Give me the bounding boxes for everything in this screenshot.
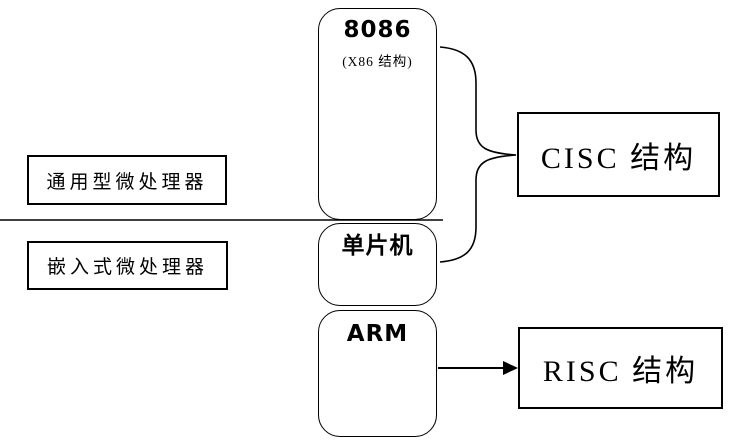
cisc-brace-connector (439, 46, 517, 263)
node-arm: ARM (318, 310, 437, 437)
embedded-label: 嵌入式微处理器 (46, 257, 208, 278)
general-purpose-label-box: 通用型微处理器 (27, 155, 227, 205)
node-8086-subtitle: (X86 结构) (342, 54, 413, 70)
risc-arrow-head (503, 361, 518, 375)
cisc-architecture-label: CISC 结构 (540, 141, 697, 175)
node-8086-title: 8086 (343, 17, 412, 43)
risc-architecture-box: RISC 结构 (518, 327, 723, 409)
embedded-label-box: 嵌入式微处理器 (27, 241, 228, 290)
general-purpose-label: 通用型微处理器 (46, 171, 208, 193)
risc-architecture-label: RISC 结构 (542, 355, 699, 388)
node-mcu: 单片机 (318, 223, 437, 306)
node-8086: 8086 (X86 结构) (318, 8, 437, 220)
node-mcu-title: 单片机 (341, 233, 414, 259)
cisc-architecture-box: CISC 结构 (517, 112, 720, 197)
node-arm-title: ARM (346, 321, 409, 347)
